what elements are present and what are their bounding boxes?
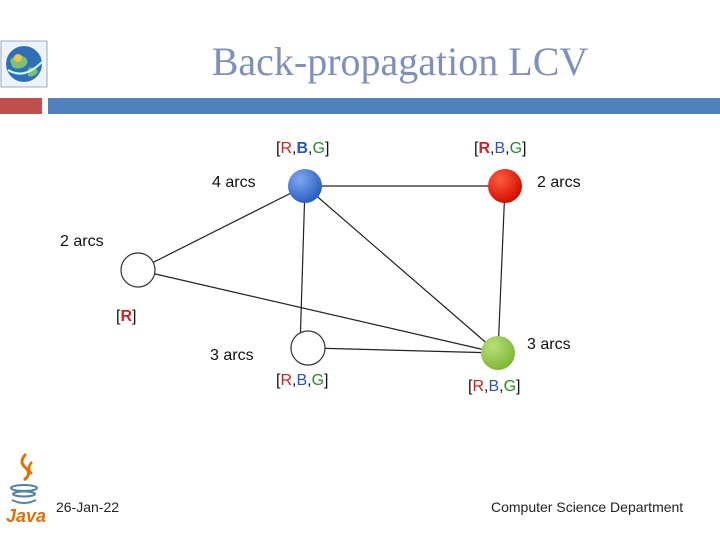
edge-red-green [497, 185, 506, 354]
header-accent-red [0, 98, 42, 114]
arcs-label-green: 3 arcs [527, 336, 571, 353]
node-bottom [290, 330, 326, 366]
node-red [488, 169, 522, 203]
domain-green: [R,B,G] [468, 378, 521, 395]
arcs-label-bottom: 3 arcs [210, 347, 254, 364]
header-accent-blue [48, 98, 720, 114]
arcs-label-red: 2 arcs [537, 174, 581, 191]
edge-blue-green [304, 185, 499, 354]
arcs-label-left: 2 arcs [60, 233, 104, 250]
node-left [120, 252, 156, 288]
edge-left-green [137, 269, 499, 354]
node-blue [288, 169, 322, 203]
edge-bottom-green [311, 347, 499, 354]
arcs-label-blue: 4 arcs [212, 174, 256, 191]
footer-date: 26-Jan-22 [56, 499, 120, 515]
svg-text:Java: Java [6, 506, 46, 526]
edges [137, 185, 506, 354]
domain-blue: [R,B,G] [276, 140, 330, 157]
footer-department: Computer Science Department [491, 499, 684, 515]
edge-blue-bottom [299, 185, 306, 349]
domain-left: [R] [116, 308, 137, 325]
java-logo-icon: Java [4, 450, 46, 526]
domain-red: [R,B,G] [474, 140, 527, 157]
globe-logo-icon [0, 40, 48, 88]
node-green [481, 336, 515, 370]
edge-blue-left [137, 185, 306, 271]
domain-bottom: [R,B,G] [276, 372, 329, 389]
slide-title: Back-propagation LCV [211, 39, 589, 84]
